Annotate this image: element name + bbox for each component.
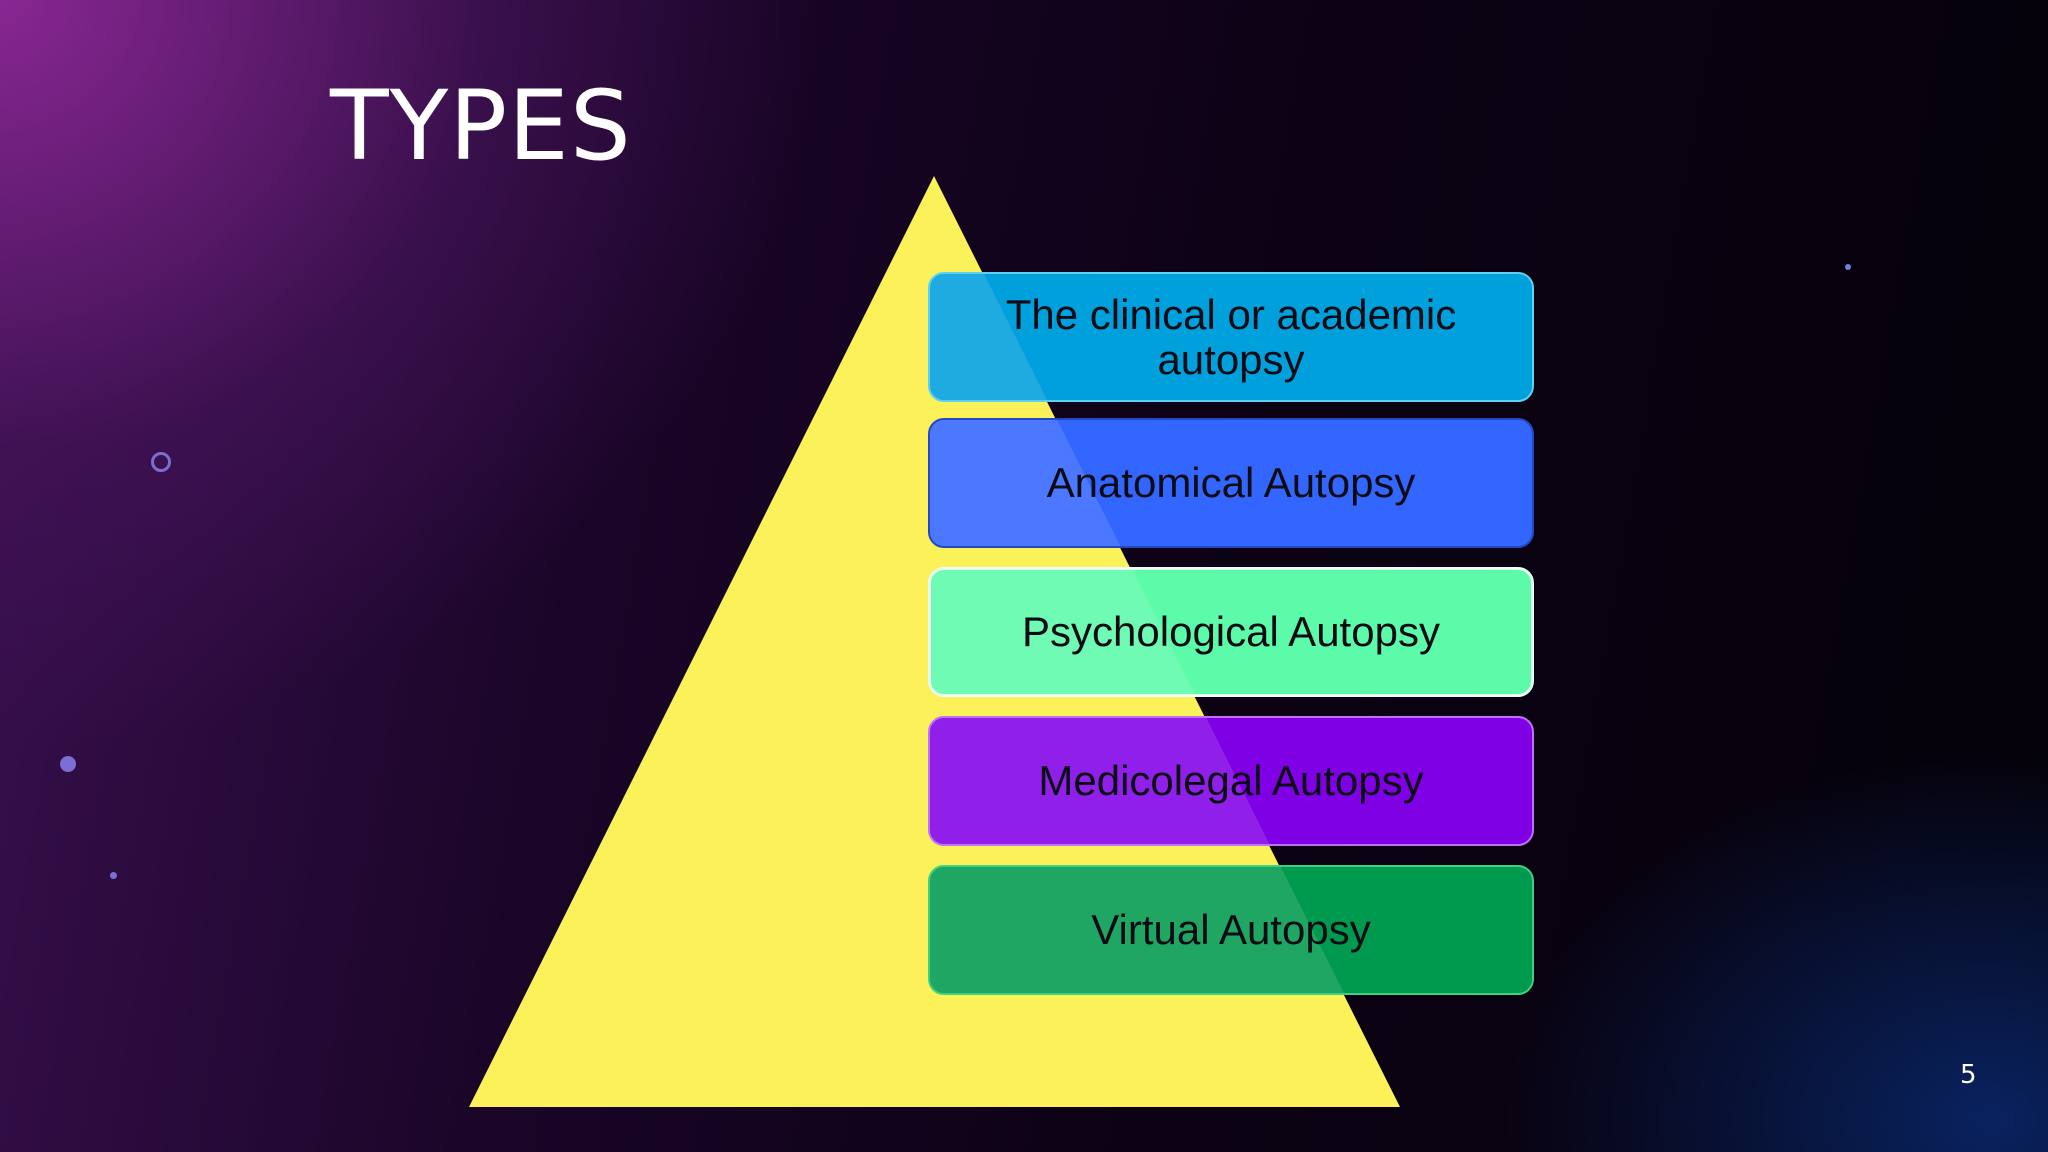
- pyramid-level-label: Virtual Autopsy: [1091, 906, 1371, 954]
- pyramid-level-medicolegal: Medicolegal Autopsy: [928, 716, 1534, 846]
- pyramid-level-virtual: Virtual Autopsy: [928, 865, 1534, 995]
- pyramid-level-label: Psychological Autopsy: [1022, 608, 1440, 656]
- slide-title: TYPES: [330, 70, 632, 182]
- decorative-dot: [1845, 264, 1851, 270]
- decorative-dot: [110, 872, 117, 879]
- pyramid-level-clinical-academic: The clinical or academic autopsy: [928, 272, 1534, 402]
- pyramid-level-label: Anatomical Autopsy: [1046, 459, 1416, 507]
- pyramid-level-anatomical: Anatomical Autopsy: [928, 418, 1534, 548]
- decorative-ring: [151, 452, 171, 472]
- decorative-dot: [60, 756, 76, 772]
- pyramid-level-label: The clinical or academic autopsy: [1005, 290, 1457, 383]
- page-number: 5: [1960, 1060, 1977, 1090]
- pyramid-level-label: Medicolegal Autopsy: [1038, 757, 1424, 805]
- pyramid-level-psychological: Psychological Autopsy: [928, 567, 1534, 697]
